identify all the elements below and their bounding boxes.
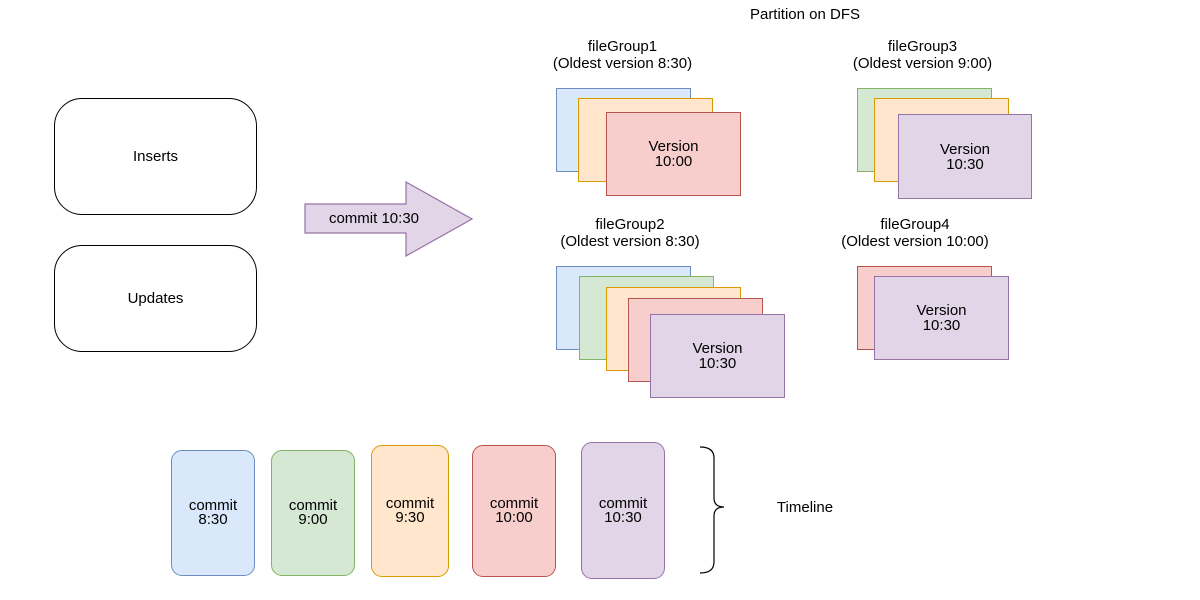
file-group-name: fileGroup4 (880, 216, 950, 233)
version-label: Version 10:30 (916, 302, 967, 334)
partition-title: Partition on DFS (749, 6, 861, 23)
version-label: Version 10:30 (692, 340, 743, 372)
file-group-subtitle: (Oldest version 8:30) (560, 233, 700, 250)
commit-label: commit 8:30 (188, 497, 238, 528)
commit-arrow-label: commit 10:30 (328, 210, 420, 227)
arrow-right-icon (304, 180, 474, 258)
timeline-label: Timeline (776, 499, 834, 516)
file-group-subtitle: (Oldest version 8:30) (552, 55, 693, 72)
file-group-subtitle: (Oldest version 10:00) (841, 233, 989, 250)
inserts-label: Inserts (132, 148, 178, 165)
updates-label: Updates (127, 290, 184, 307)
version-label: Version 10:30 (939, 140, 991, 173)
version-file: Version 10:00 (606, 112, 741, 196)
file-group-1: fileGroup1 (Oldest version 8:30) Version… (520, 38, 741, 208)
version-file: Version 10:30 (874, 276, 1009, 360)
commit-label: commit 10:30 (598, 494, 648, 526)
commit-arrow: commit 10:30 (304, 180, 474, 258)
file-group-4: fileGroup4 (Oldest version 10:00) Versio… (810, 216, 1030, 366)
commit-label: commit 10:00 (489, 495, 539, 526)
file-group-subtitle: (Oldest version 9:00) (852, 55, 993, 72)
commit-label: commit 9:30 (385, 495, 435, 526)
file-group-2: fileGroup2 (Oldest version 8:30) Version… (530, 216, 790, 406)
updates-box: Updates (54, 245, 257, 352)
version-label: Version 10:00 (648, 138, 699, 170)
timeline-brace (698, 446, 738, 576)
version-file: Version 10:30 (650, 314, 785, 398)
file-group-name: fileGroup2 (595, 216, 665, 233)
file-group-name: fileGroup3 (887, 38, 958, 55)
curly-brace-icon (699, 446, 725, 574)
version-file: Version 10:30 (898, 114, 1032, 199)
commit-label: commit 9:00 (288, 497, 338, 528)
file-group-3: fileGroup3 (Oldest version 9:00) Version… (820, 38, 1032, 208)
timeline-commit: commit 10:30 (581, 442, 665, 579)
timeline-commit: commit 9:30 (371, 445, 449, 577)
timeline-commit: commit 10:00 (472, 445, 556, 577)
timeline-commit: commit 8:30 (171, 450, 255, 576)
inserts-box: Inserts (54, 98, 257, 215)
file-group-name: fileGroup1 (587, 38, 658, 55)
timeline-commit: commit 9:00 (271, 450, 355, 576)
